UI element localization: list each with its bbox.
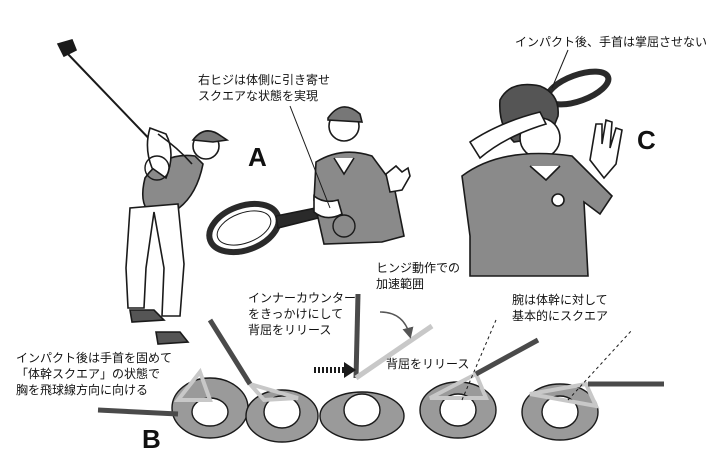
panel-label-b: B xyxy=(142,424,161,454)
sequence-frame-2 xyxy=(207,318,319,443)
elbow-circle-highlight xyxy=(332,214,356,238)
sequence-frame-3 xyxy=(314,293,434,441)
caption-arm-square-1: 腕は体幹に対して xyxy=(512,293,608,307)
caption-hinge-1: ヒンジ動作での xyxy=(376,261,461,275)
caption-arm-square-2: 基本的にスクエア xyxy=(512,309,609,323)
caption-elbow-line1: 右ヒジは体側に引き寄せ xyxy=(198,73,331,87)
caption-impact-fix-1: インパクト後は手首を固めて xyxy=(16,351,173,365)
leader-lines xyxy=(289,49,569,209)
caption-impact-fix-2: 「体幹スクエア」の状態で xyxy=(16,367,161,381)
tennis-player-followthrough-illustration xyxy=(461,68,623,277)
caption-impact-fix-3: 胸を飛球線方向に向ける xyxy=(16,383,149,397)
golf-club-head xyxy=(56,39,78,58)
panel-label-a: A xyxy=(248,142,267,172)
hinge-arc-arrow xyxy=(379,311,414,339)
sequence-frame-4 xyxy=(419,319,540,439)
panel-label-c: C xyxy=(637,125,656,155)
tennis-player-forehand-illustration xyxy=(206,106,411,256)
caption-hinge-2: 加速範囲 xyxy=(376,277,425,291)
swing-sequence-diagram xyxy=(97,293,664,443)
caption-inner-counter-3: 背屈をリリース xyxy=(248,323,332,337)
caption-inner-counter-2: をきっかけにして xyxy=(248,307,344,321)
caption-inner-counter-1: インナーカウンター xyxy=(248,291,357,305)
sequence-frame-1 xyxy=(97,367,249,439)
sequence-frame-5 xyxy=(521,329,664,441)
caption-dorsiflex-release: 背屈をリリース xyxy=(386,357,470,371)
caption-elbow-line2: スクエアな状態を実現 xyxy=(198,89,319,103)
golfer-illustration xyxy=(56,39,230,345)
caption-impact-wrist: インパクト後、手首は掌屈させない xyxy=(515,35,708,49)
